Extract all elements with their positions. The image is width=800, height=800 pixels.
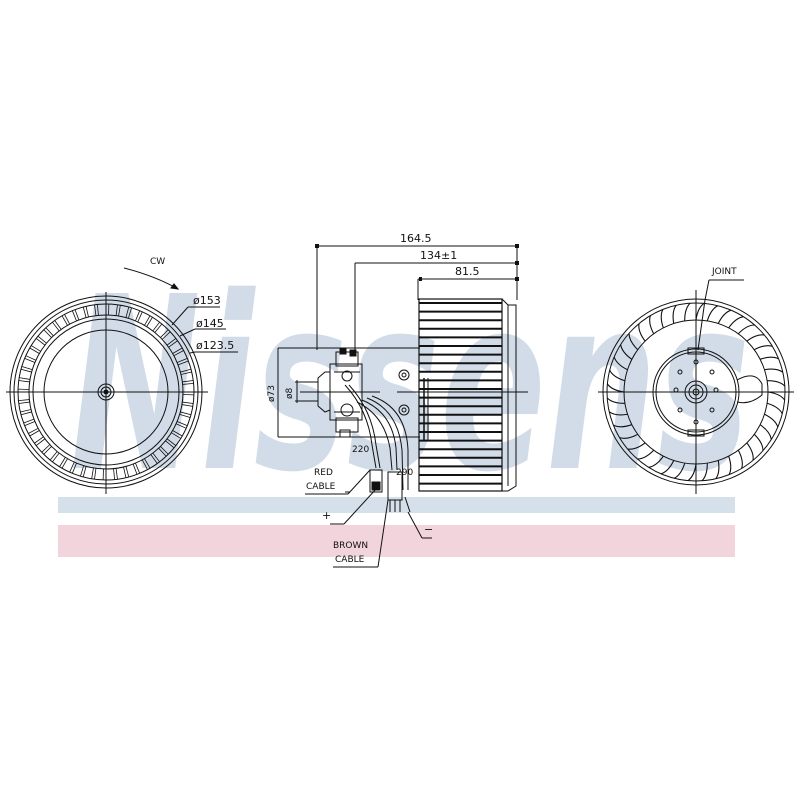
cable-length-brown: 290 <box>396 468 414 478</box>
dim-overall-length: 164.5 <box>400 232 432 245</box>
brown-cable-label-line2: CABLE <box>335 555 365 565</box>
negative-terminal-label: − <box>424 523 434 536</box>
dim-drum-length: 81.5 <box>455 265 480 278</box>
brown-cable-label-line1: BROWN <box>333 541 369 551</box>
diameter-inner-label: ø123.5 <box>196 339 235 352</box>
diameter-outer-label: ø153 <box>193 294 221 307</box>
diameter-middle-label: ø145 <box>196 317 224 330</box>
red-cable-label-line1: RED <box>314 468 333 478</box>
dim-housing-diameter: ø73 <box>267 385 277 402</box>
pink-band <box>58 525 735 557</box>
dim-mount-length: 134±1 <box>420 249 458 262</box>
cable-length-red: 220 <box>352 445 370 455</box>
joint-callout-label: JOINT <box>712 267 737 277</box>
rear-view-fan <box>598 279 794 494</box>
positive-terminal-label: + <box>322 509 332 522</box>
dim-shaft-diameter: ø8 <box>285 387 295 399</box>
rotation-direction-label: CW <box>150 257 166 267</box>
front-view-fan <box>6 267 238 494</box>
red-cable-label-line2: CABLE <box>306 482 336 492</box>
side-view-motor <box>277 244 528 568</box>
blue-band <box>58 497 735 513</box>
svg-text:Nissens: Nissens <box>70 245 750 525</box>
